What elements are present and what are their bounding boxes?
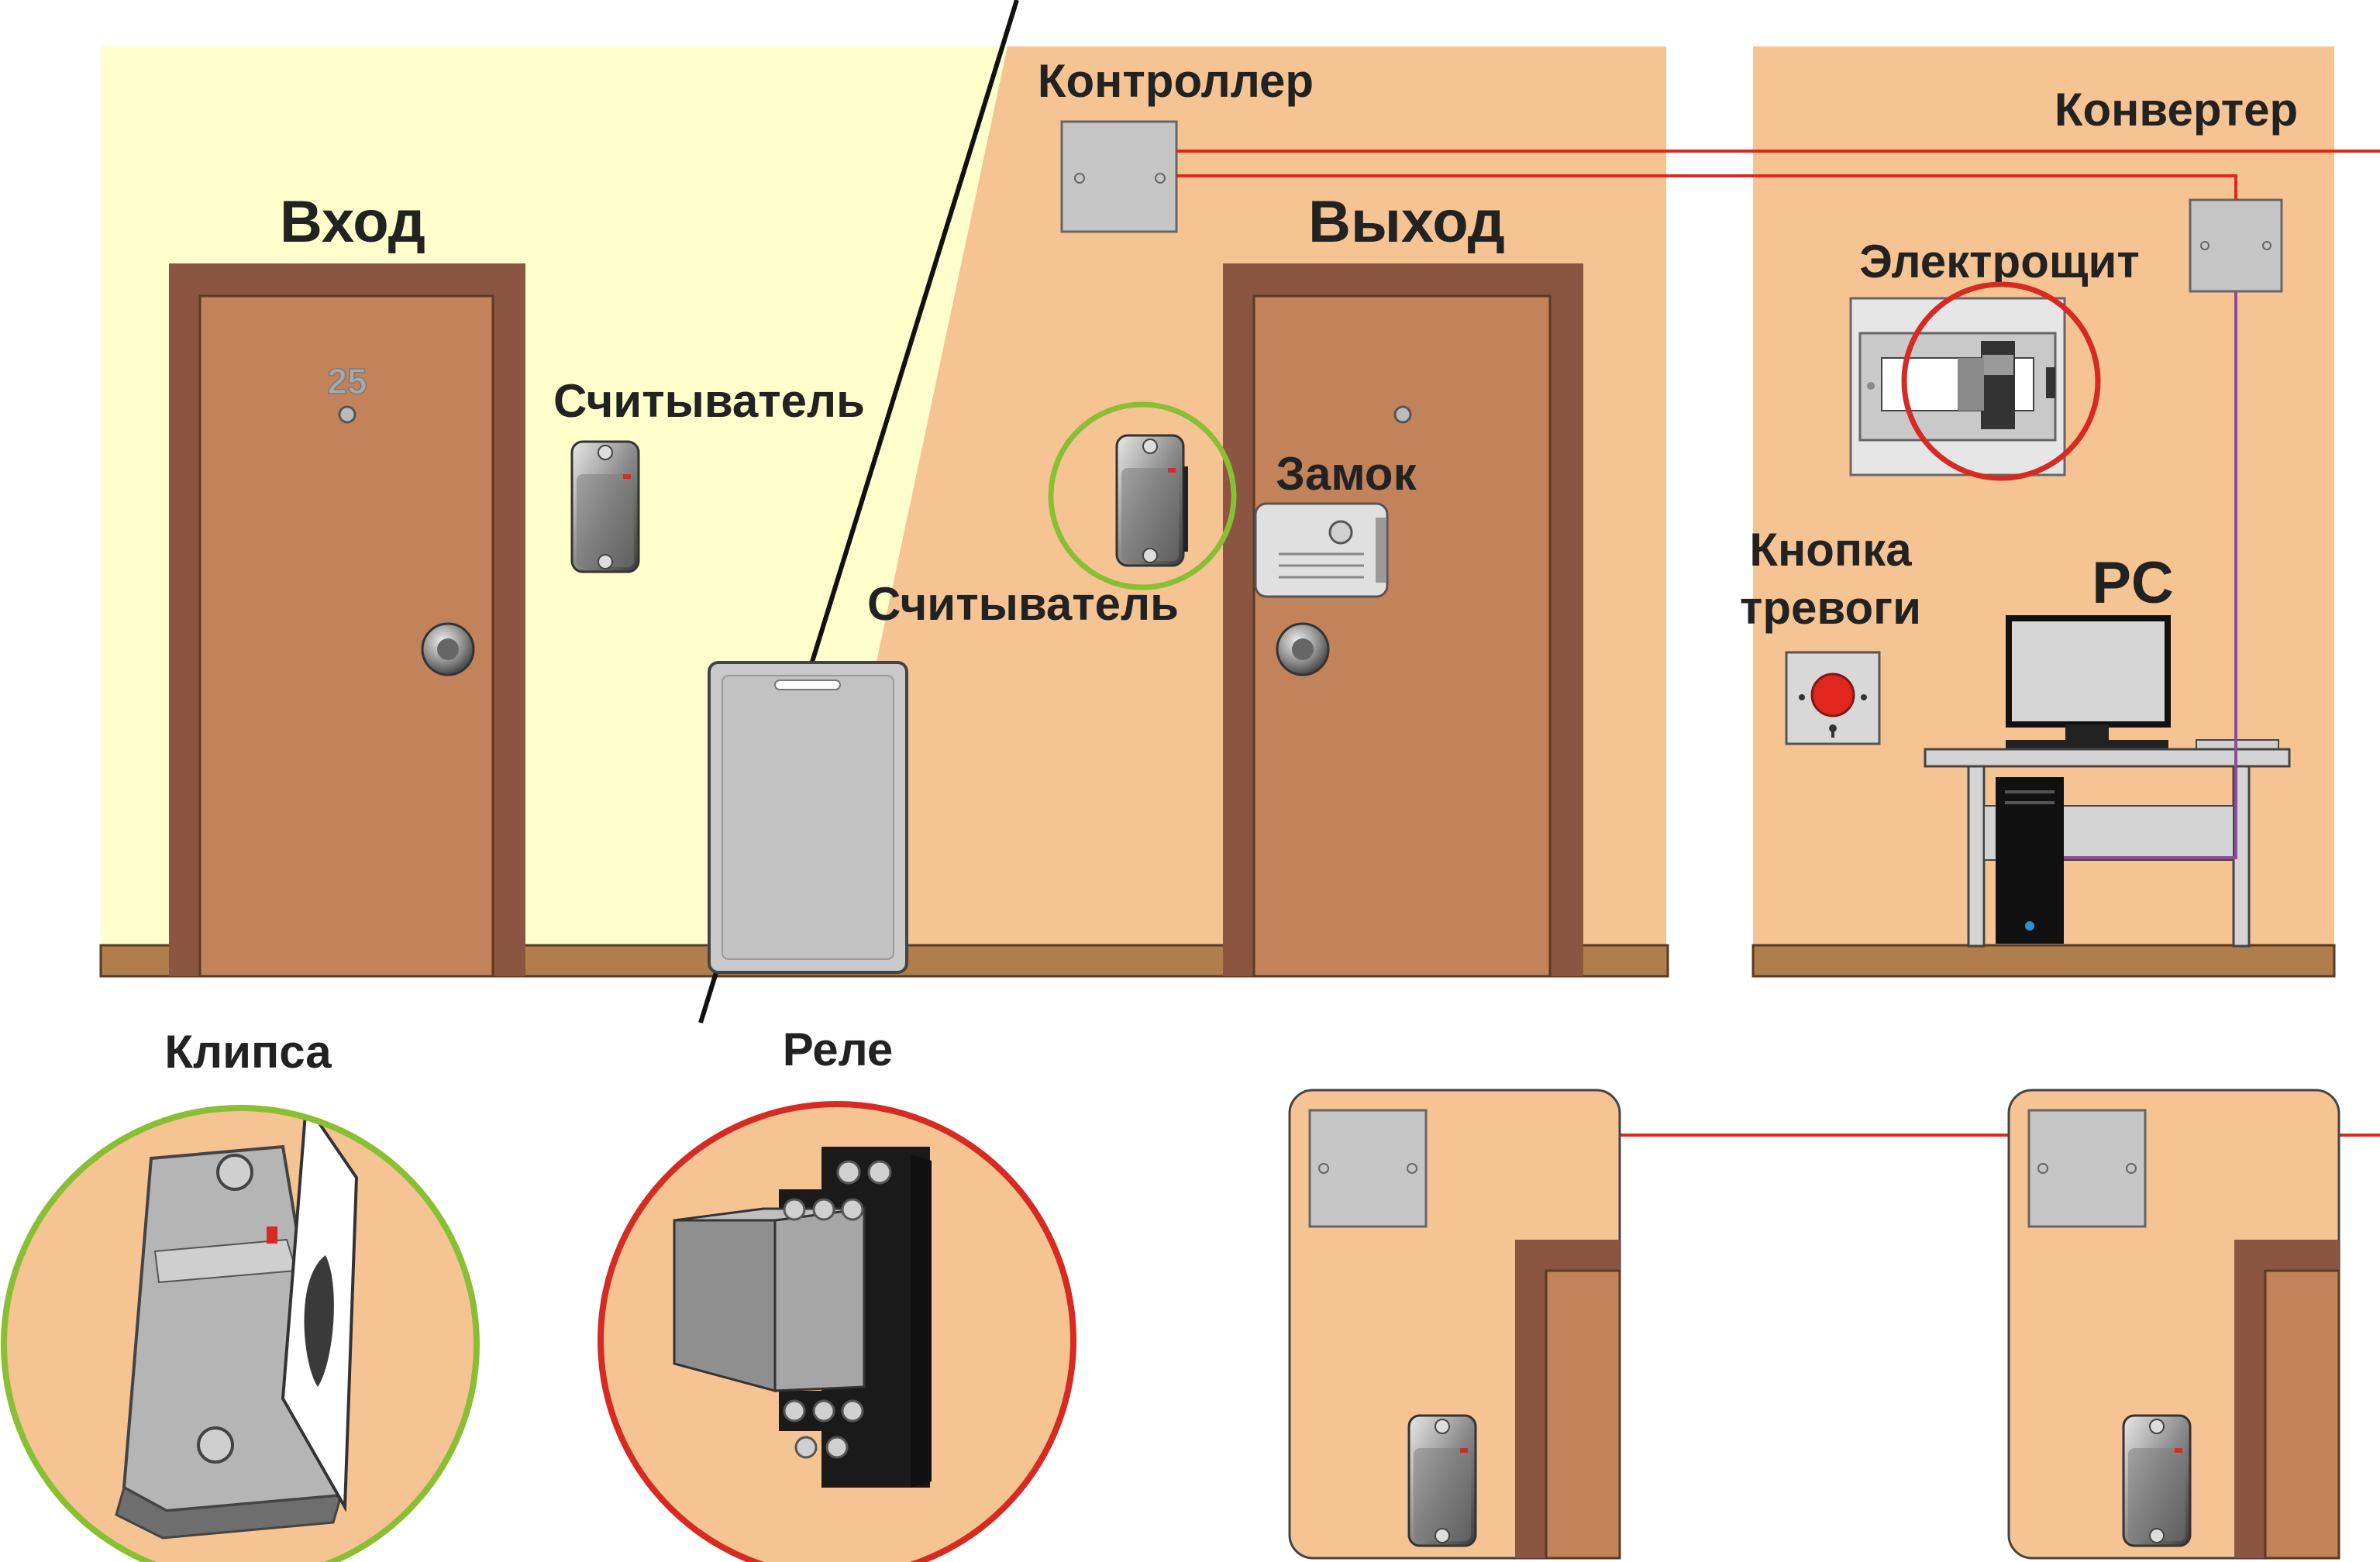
reader-icon: [1115, 434, 1188, 567]
peephole-icon: [1393, 405, 1412, 424]
label-panel: Электрощит: [1859, 236, 2140, 287]
label-converter: Конвертер: [2055, 84, 2298, 136]
clip-detail: [1, 1105, 480, 1562]
exit-door: [1223, 263, 1583, 978]
relay-detail: [598, 1101, 1076, 1562]
label-clip: Клипса: [164, 1026, 332, 1078]
label-entrance: Вход: [280, 189, 425, 255]
label-relay: Реле: [783, 1024, 894, 1075]
label-exit: Выход: [1308, 189, 1505, 255]
reader-icon: [570, 440, 640, 573]
reader-icon: [2122, 1414, 2192, 1547]
label-alarm-line1: Кнопка: [1749, 524, 1912, 576]
label-pc: PC: [2092, 550, 2174, 616]
remote-room-1: [1288, 1089, 1621, 1560]
label-controller: Контроллер: [1038, 55, 1314, 107]
floor-strip-right: [1751, 944, 2336, 978]
panel-highlight-ring: [1901, 281, 2101, 481]
reader-highlight-ring: [1048, 401, 1237, 590]
relay-icon: [673, 1147, 932, 1488]
entrance-door: 25: [169, 263, 525, 978]
peephole-icon: [338, 405, 356, 424]
alarm-button-icon: [1785, 651, 1881, 745]
door-number: 25: [327, 361, 367, 401]
reader-icon: [1407, 1414, 1477, 1547]
converter-box-icon: [2189, 198, 2283, 293]
computer-icon: [1924, 615, 2291, 948]
remote-room-2: [2007, 1089, 2340, 1560]
label-reader-in: Считыватель: [553, 375, 865, 427]
label-reader-out: Считыватель: [867, 578, 1179, 630]
label-lock: Замок: [1276, 448, 1417, 500]
access-card-icon: [708, 661, 908, 974]
lock-icon: [1254, 502, 1389, 598]
controller-box-icon: [1060, 120, 1178, 233]
label-alarm-line2: тревоги: [1740, 582, 1921, 634]
electrical-panel-icon: [1849, 297, 2066, 477]
